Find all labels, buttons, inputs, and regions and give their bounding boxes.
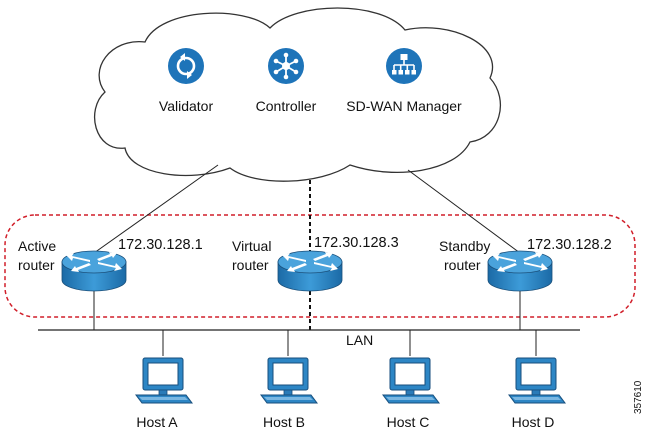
host-b-label: Host B <box>263 414 305 430</box>
link-cloud-standby <box>407 169 521 254</box>
virtual-router-icon <box>277 250 343 292</box>
active-router-ip: 172.30.128.1 <box>118 237 203 253</box>
host-d-icon <box>508 357 566 404</box>
standby-router-ip: 172.30.128.2 <box>527 237 612 253</box>
host-a-label: Host A <box>136 414 178 430</box>
validator-icon <box>168 48 204 84</box>
link-cloud-active <box>93 164 219 254</box>
validator-label: Validator <box>159 98 214 114</box>
standby-router-icon <box>487 250 553 292</box>
host-c-icon <box>382 357 440 404</box>
active-router-icon <box>61 250 127 292</box>
standby-router-label-line1: Standby <box>439 238 490 254</box>
controller-label: Controller <box>256 98 317 114</box>
cloud-shape <box>93 7 501 182</box>
router-group-boundary <box>4 214 636 318</box>
virtual-router-ip: 172.30.128.3 <box>314 235 399 251</box>
virtual-router-label-line1: Virtual <box>232 238 271 254</box>
active-router-label-line2: router <box>18 257 55 273</box>
lan-label: LAN <box>346 332 373 348</box>
host-a-icon <box>135 357 193 404</box>
sd-wan-manager-icon <box>386 48 422 84</box>
controller-icon <box>268 48 304 84</box>
active-router-label-line1: Active <box>18 238 56 254</box>
virtual-router-label-line2: router <box>232 257 269 273</box>
sd-wan-manager-label: SD-WAN Manager <box>346 98 462 114</box>
host-c-label: Host C <box>387 414 430 430</box>
host-d-label: Host D <box>512 414 555 430</box>
standby-router-label-line2: router <box>444 257 481 273</box>
figure-number: 357610 <box>633 380 644 414</box>
host-b-icon <box>260 357 318 404</box>
